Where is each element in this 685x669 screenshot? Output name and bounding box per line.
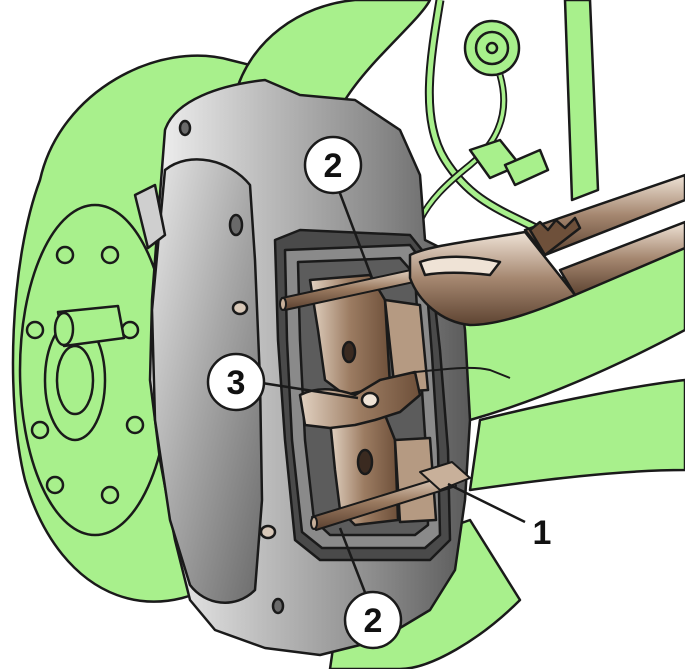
strut-tube	[563, 0, 600, 202]
pliers-head	[408, 230, 577, 327]
callout-pin-lower-end: 1	[533, 514, 552, 552]
callout-label: 2	[364, 602, 383, 640]
callout-pin-upper: 2	[303, 135, 363, 195]
callout-label: 1	[533, 514, 552, 552]
leader-pin-upper	[336, 187, 374, 279]
caliper-fitting	[133, 183, 167, 250]
pin-drift	[419, 461, 471, 491]
anti-rattle-spring	[298, 366, 511, 430]
mount-hole-top	[228, 213, 244, 237]
callout-label: 3	[227, 364, 246, 402]
retaining-pins	[279, 267, 471, 531]
callout-spring-clip: 3	[206, 352, 266, 412]
leader-pin-lower	[338, 527, 368, 596]
callout-leaders	[261, 187, 526, 596]
callout-label: 2	[324, 147, 343, 185]
callouts: 2 3 1 2	[206, 135, 552, 650]
pliers-icon	[408, 173, 685, 327]
callout-pin-lower: 2	[343, 590, 403, 650]
leader-spring-clip	[261, 381, 359, 400]
leader-pin-lower-end	[447, 482, 526, 524]
mount-hole-low	[259, 524, 277, 540]
mount-hole-mid	[231, 300, 249, 316]
lower-arm-2	[468, 378, 685, 492]
upper-arm	[233, 0, 432, 102]
pliers-handle-bottom	[558, 220, 685, 297]
